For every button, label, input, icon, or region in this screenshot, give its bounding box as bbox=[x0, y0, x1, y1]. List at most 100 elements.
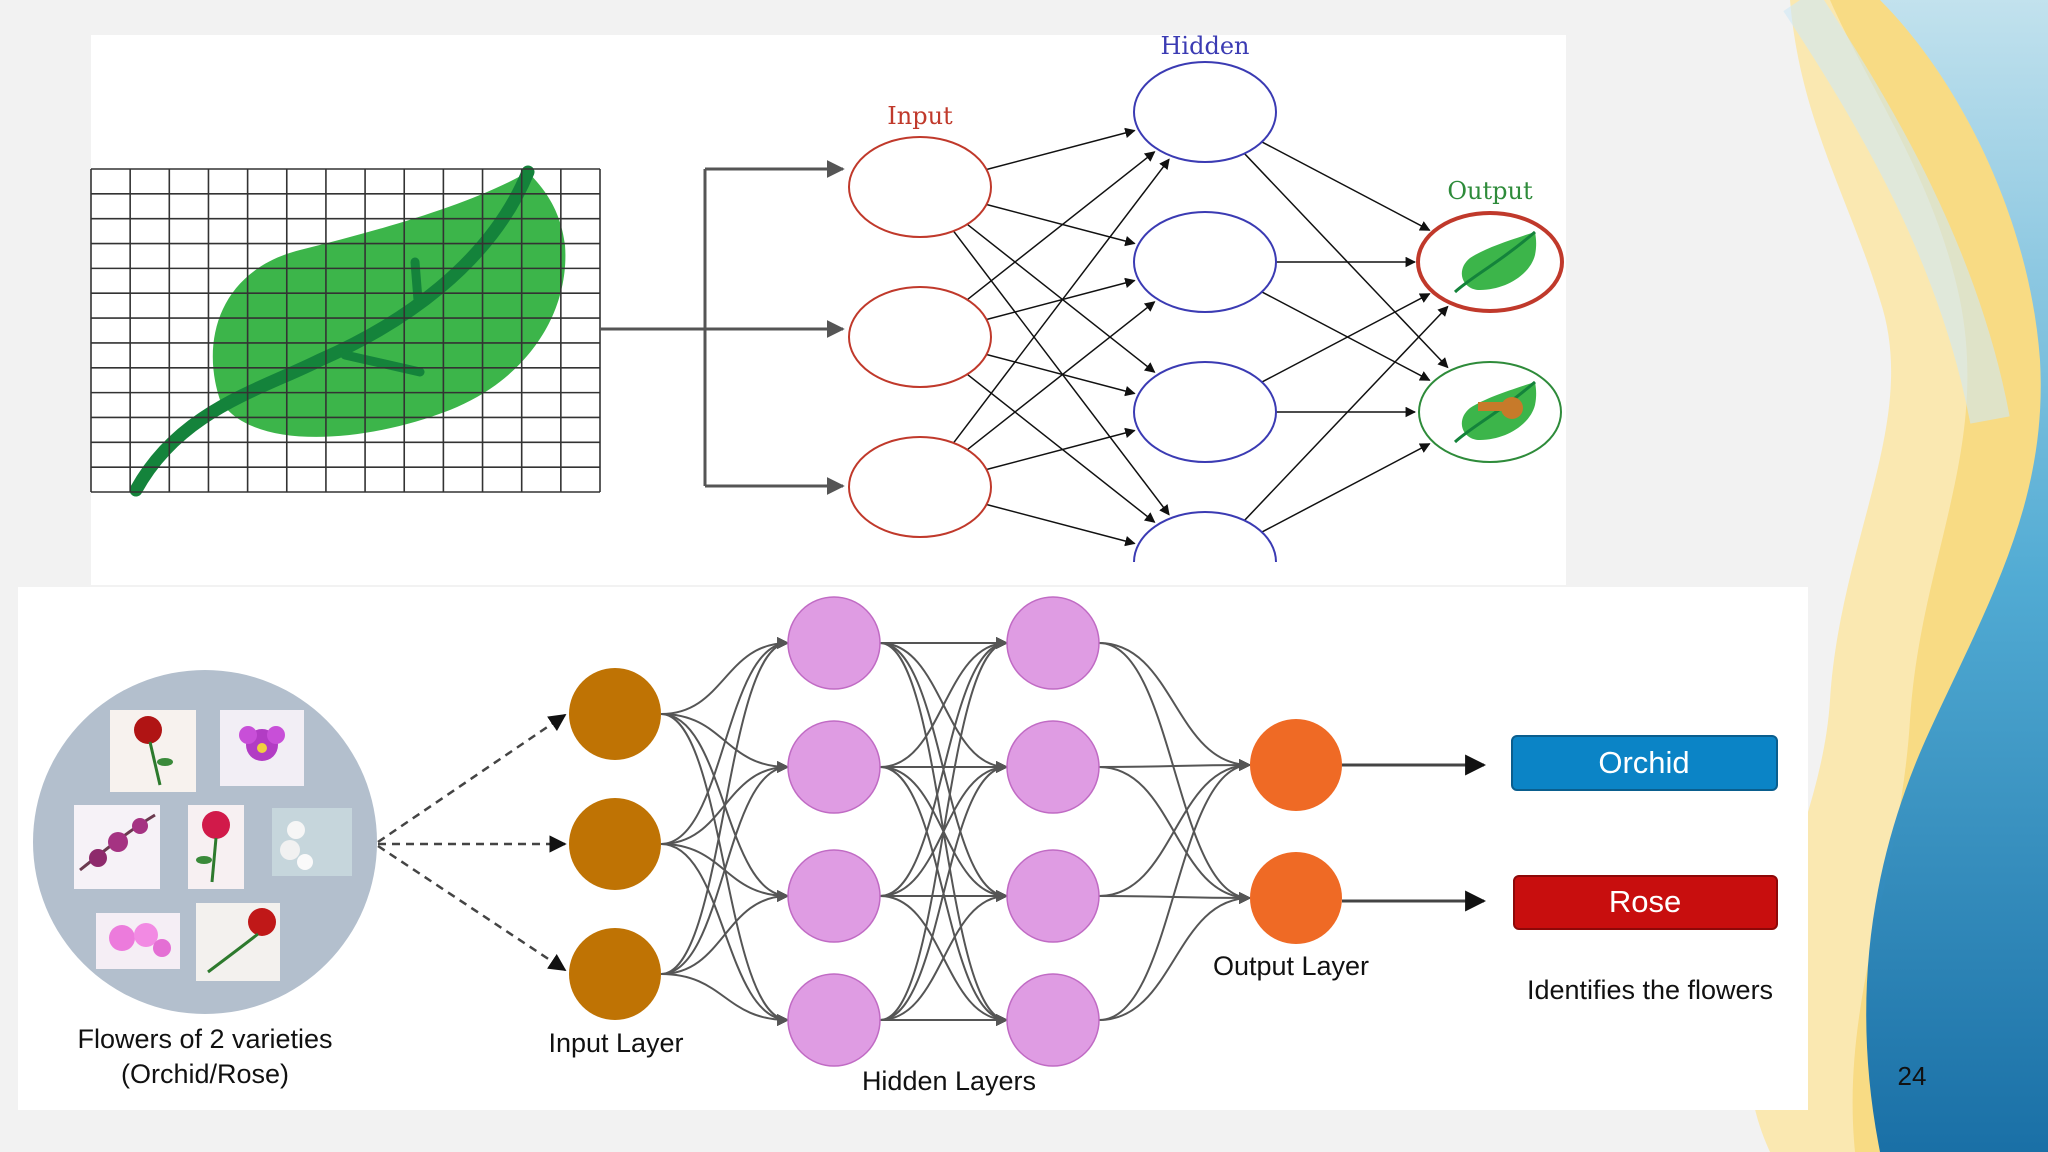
pixel-grid bbox=[90, 168, 601, 493]
connection-arrow bbox=[1261, 293, 1431, 383]
connection-arrow bbox=[966, 301, 1156, 451]
connection-curve bbox=[1098, 642, 1252, 771]
connection-arrow bbox=[986, 127, 1136, 171]
image-to-input-arrows bbox=[600, 160, 845, 495]
connection-curve bbox=[1098, 759, 1252, 897]
connection-arrow bbox=[986, 353, 1136, 397]
connection-curve bbox=[660, 761, 790, 975]
output-label: Output bbox=[1447, 177, 1533, 205]
input-layer-node bbox=[569, 668, 661, 760]
hidden-layer-node bbox=[787, 720, 881, 814]
output-to-result-arrows bbox=[1342, 754, 1487, 912]
connection-arrow bbox=[1261, 443, 1431, 533]
hidden-layer-node bbox=[1006, 973, 1100, 1067]
top-input-nodes bbox=[848, 136, 992, 538]
dataset-to-input-arrows bbox=[377, 713, 567, 972]
rose-photo bbox=[110, 710, 196, 792]
healthy-leaf-icon bbox=[1453, 230, 1537, 294]
top-hidden-nodes bbox=[1133, 61, 1277, 563]
rose-photo bbox=[188, 805, 244, 889]
connection-arrow bbox=[966, 151, 1156, 301]
pink-orchid-photo bbox=[96, 913, 180, 969]
connection-curve bbox=[879, 761, 1009, 1021]
hidden-node bbox=[1133, 61, 1277, 163]
orchid-result-box bbox=[1511, 735, 1778, 791]
bottom-network-connections bbox=[660, 637, 1252, 1026]
connection-curve bbox=[879, 637, 1009, 768]
input-layer-node bbox=[569, 798, 661, 890]
connection-arrow bbox=[1243, 305, 1449, 521]
connection-curve bbox=[660, 637, 790, 845]
connection-arrow bbox=[966, 373, 1156, 523]
connection-curve bbox=[879, 637, 1009, 1021]
hidden-layer-node bbox=[787, 973, 881, 1067]
connection-curve bbox=[660, 843, 790, 1026]
connection-curve bbox=[660, 973, 790, 1026]
input-node bbox=[848, 136, 992, 238]
connection-curve bbox=[1098, 642, 1252, 904]
output-layer-label: Output Layer bbox=[1213, 951, 1369, 981]
hidden-node bbox=[1133, 511, 1277, 563]
hidden-layer-node bbox=[1006, 596, 1100, 690]
orchid-photo bbox=[220, 710, 304, 786]
hidden-layer-node bbox=[1006, 849, 1100, 943]
connection-arrow bbox=[1243, 153, 1449, 369]
connection-arrow bbox=[1261, 291, 1431, 381]
connection-curve bbox=[879, 890, 1009, 1021]
orchid-result: Orchid bbox=[1511, 735, 1778, 791]
bottom-input-nodes bbox=[569, 668, 661, 1020]
connection-arrow bbox=[966, 223, 1156, 373]
input-node bbox=[848, 286, 992, 388]
input-layer-label: Input Layer bbox=[548, 1028, 683, 1058]
connection-arrow bbox=[952, 230, 1170, 516]
page-number: 24 bbox=[1898, 1061, 1927, 1091]
top-neural-network-diagram: Input Hidden Output bbox=[90, 32, 1566, 585]
white-orchid-photo bbox=[272, 808, 352, 876]
connection-arrow bbox=[986, 503, 1136, 547]
hidden-label: Hidden bbox=[1161, 32, 1250, 60]
leaf-image bbox=[90, 165, 601, 497]
orchid-branch-photo bbox=[74, 805, 160, 889]
hidden-layers-label: Hidden Layers bbox=[862, 1066, 1036, 1096]
connection-curve bbox=[660, 890, 790, 975]
rose-photo bbox=[196, 903, 280, 981]
input-layer-node bbox=[569, 928, 661, 1020]
hidden-layer-node bbox=[787, 596, 881, 690]
connection-curve bbox=[660, 713, 790, 1026]
bottom-neural-network-diagram: Orchid Rose Flowers of 2 varieties (Orch… bbox=[18, 587, 1808, 1110]
connection-arrow bbox=[986, 277, 1136, 321]
connection-curve bbox=[1098, 891, 1252, 904]
connection-arrow bbox=[986, 427, 1136, 471]
diseased-leaf-icon bbox=[1453, 380, 1537, 444]
connection-arrow bbox=[1261, 141, 1431, 231]
hidden-layer-node bbox=[1006, 720, 1100, 814]
connection-curve bbox=[1098, 892, 1252, 1021]
background-decoration bbox=[1748, 0, 2048, 1152]
flowers-caption-line2: (Orchid/Rose) bbox=[121, 1059, 289, 1089]
rose-result-label: Rose bbox=[1609, 884, 1681, 919]
input-node bbox=[848, 436, 992, 538]
connection-arrow bbox=[952, 158, 1170, 444]
output-layer-node bbox=[1250, 852, 1342, 944]
hidden-node bbox=[1133, 361, 1277, 463]
flowers-caption-line1: Flowers of 2 varieties bbox=[77, 1024, 332, 1054]
connection-curve bbox=[660, 637, 790, 975]
connection-curve bbox=[1098, 759, 1252, 772]
connection-curve bbox=[879, 637, 1009, 897]
top-output-nodes bbox=[1416, 211, 1564, 463]
bottom-output-nodes bbox=[1250, 719, 1342, 944]
orchid-result-label: Orchid bbox=[1598, 745, 1689, 780]
rose-result-box bbox=[1513, 875, 1778, 930]
flowers-dataset bbox=[33, 670, 377, 1014]
top-network-connections bbox=[952, 127, 1449, 547]
connection-curve bbox=[660, 637, 790, 715]
rose-result: Rose bbox=[1513, 875, 1778, 930]
input-label: Input bbox=[887, 102, 953, 130]
connection-curve bbox=[1098, 759, 1252, 1021]
bottom-hidden-nodes bbox=[787, 596, 1100, 1067]
hidden-layer-node bbox=[787, 849, 881, 943]
hidden-node bbox=[1133, 211, 1277, 313]
output-layer-node bbox=[1250, 719, 1342, 811]
result-caption: Identifies the flowers bbox=[1527, 975, 1773, 1005]
